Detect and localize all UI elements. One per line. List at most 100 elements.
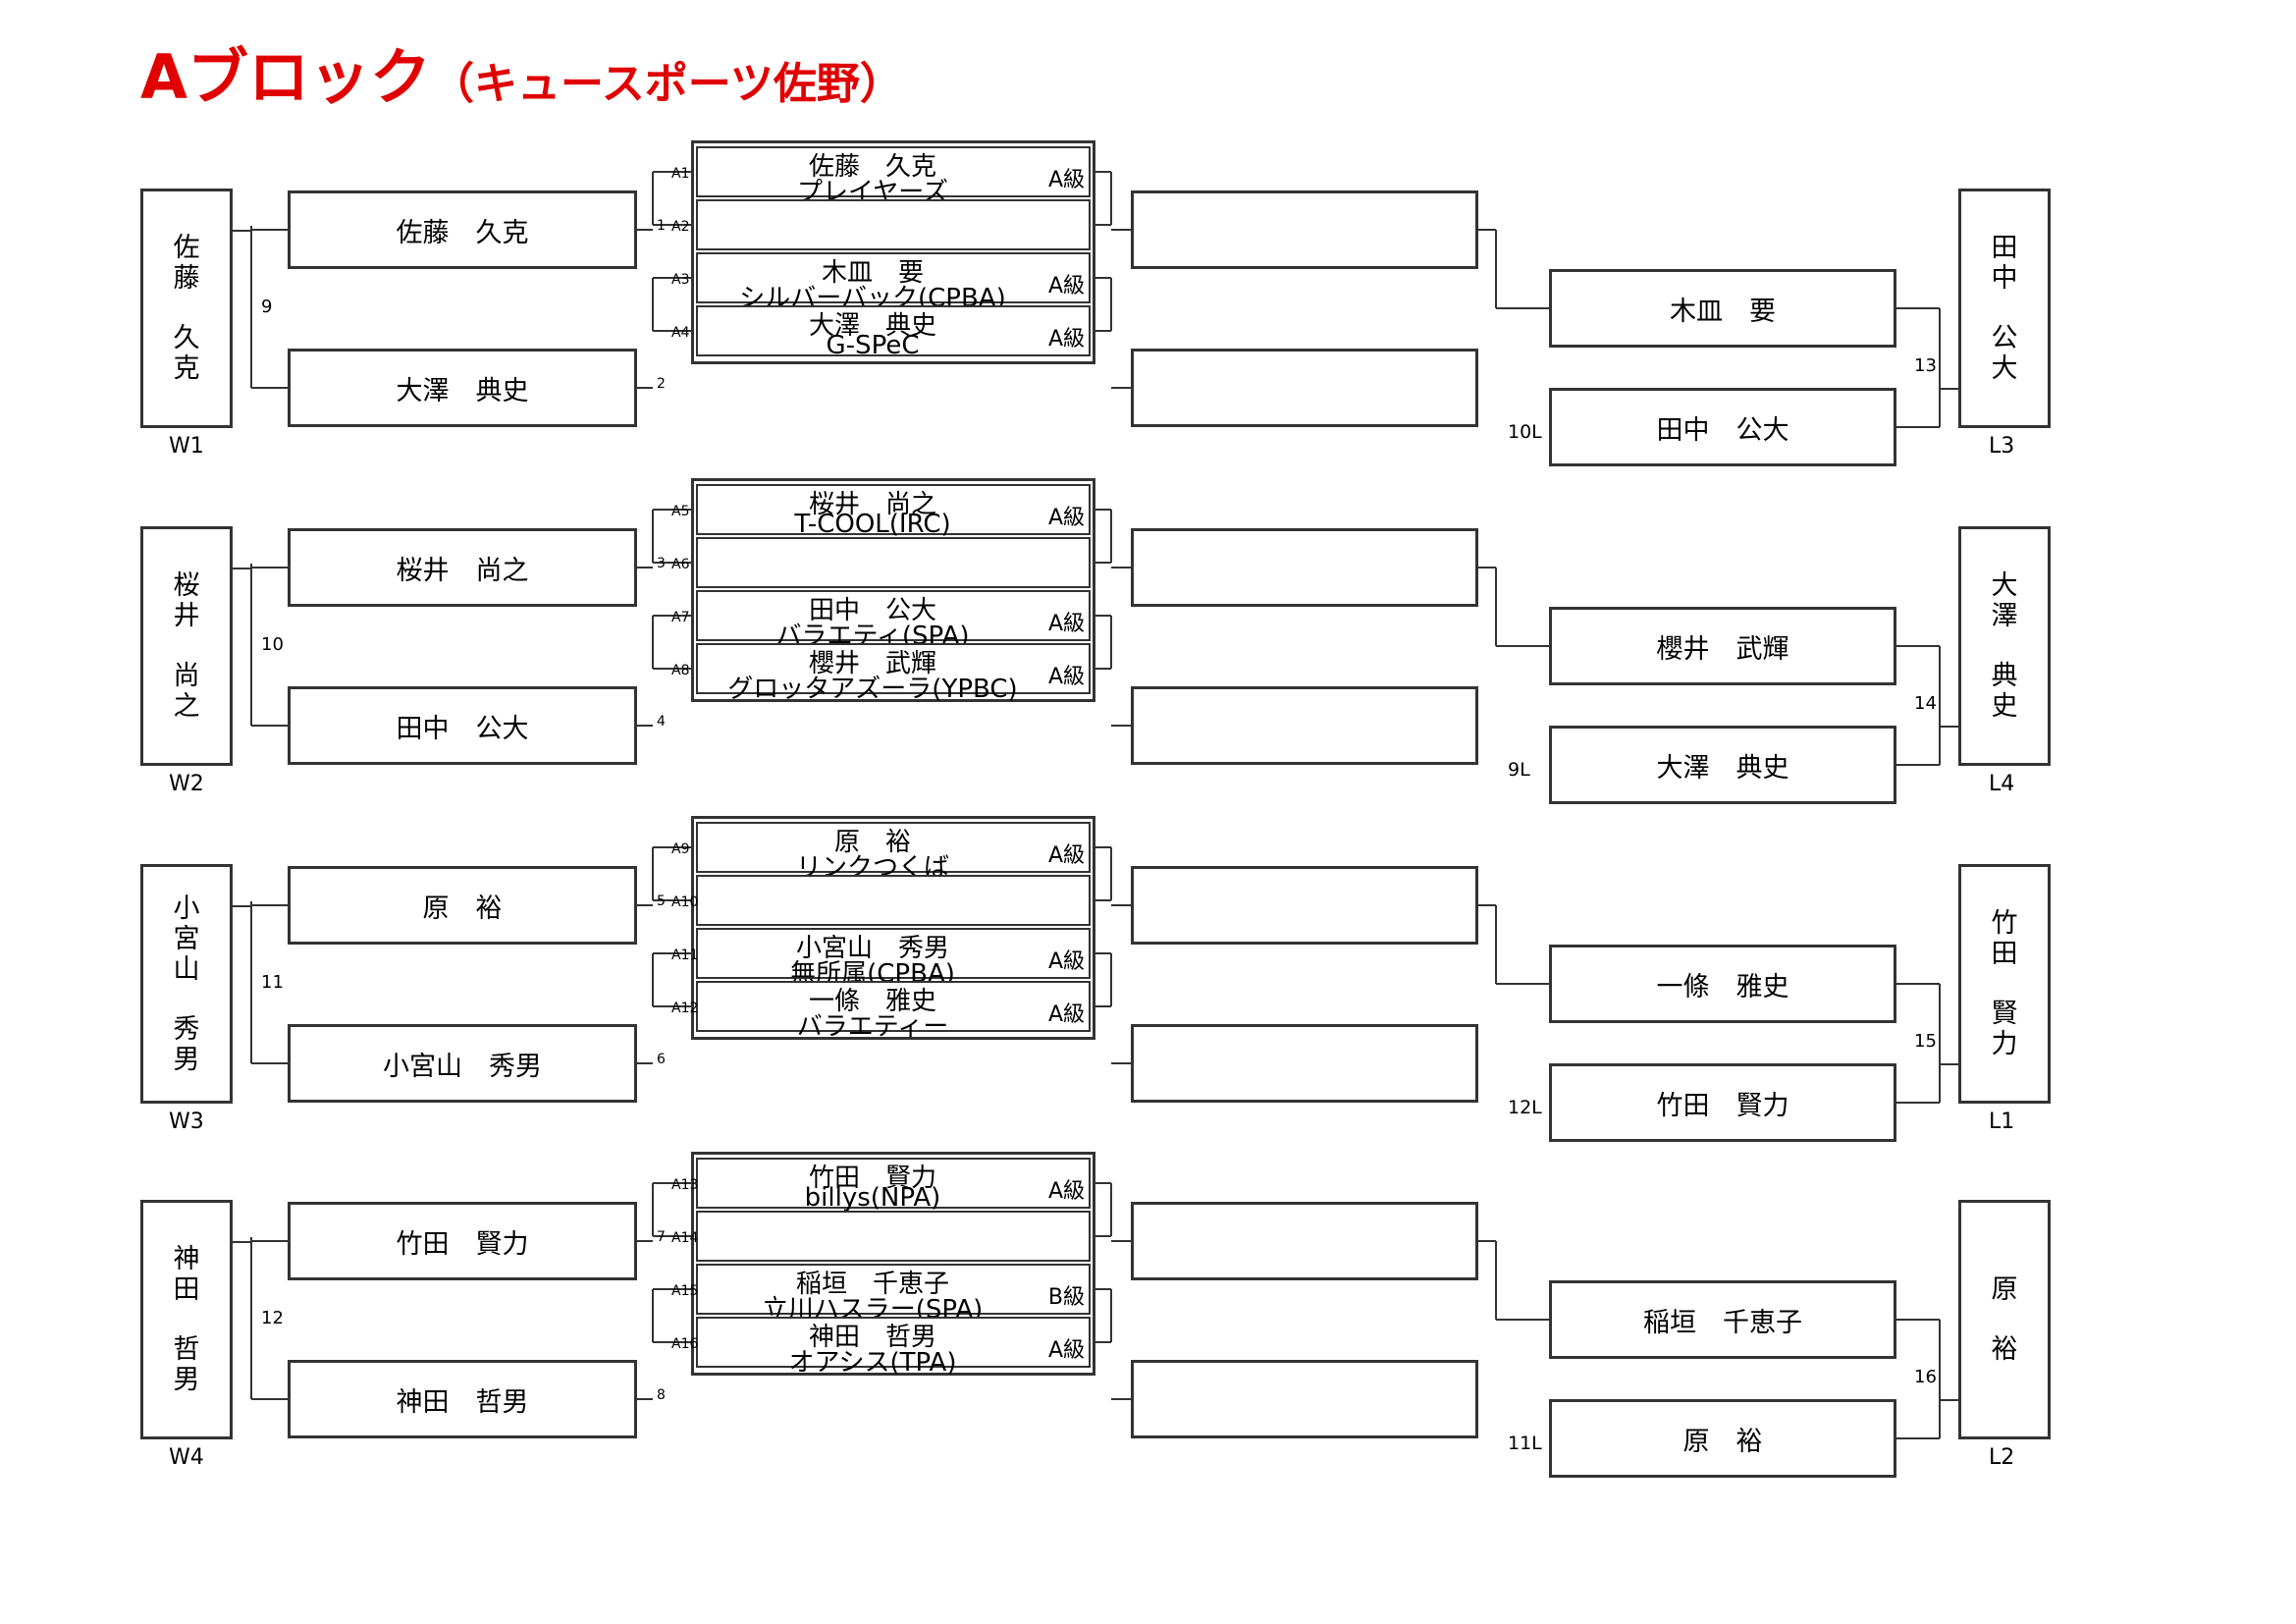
upper-result-box <box>1131 190 1478 269</box>
name-char: 賢 <box>1991 999 2018 1029</box>
loser-top-box: 稲垣 千恵子 <box>1549 1280 1896 1359</box>
upper-match-number: 1 <box>657 218 666 234</box>
slot-grade: A級 <box>1047 1002 1085 1027</box>
loser-winner-vertical-box: 原裕 <box>1958 1200 2051 1439</box>
slot-code: A14 <box>671 1230 699 1246</box>
slot-player-name: 一條 雅史 <box>808 987 936 1016</box>
entry-slot: 櫻井 武輝グロッタアズーラ(YPBC)A級 <box>696 643 1091 704</box>
loser-source-label: 10L <box>1508 421 1542 443</box>
winner-vertical-box: 小宮山秀男 <box>140 864 233 1104</box>
slot-grade: A級 <box>1047 506 1085 530</box>
slot-grade: A級 <box>1047 1338 1085 1363</box>
winner-label: W4 <box>169 1445 204 1470</box>
slot-code: A7 <box>671 610 690 625</box>
name-char: 中 <box>1991 263 2018 294</box>
lower-match-number: 2 <box>657 376 666 392</box>
title-main: Aブロック <box>140 41 431 113</box>
lower-match-number: 4 <box>657 714 666 730</box>
loser-source-label: 12L <box>1508 1097 1542 1118</box>
lower-result-box <box>1131 1024 1478 1103</box>
lower-player-box: 小宮山 秀男 <box>288 1024 637 1103</box>
name-char: 澤 <box>1991 601 2018 631</box>
slot-code: A10 <box>671 894 699 910</box>
slot-player-name: 稲垣 千恵子 <box>795 1270 949 1299</box>
name-char: 尚 <box>173 661 200 691</box>
slot-player-name: 櫻井 武輝 <box>808 649 936 678</box>
name-char: 裕 <box>1991 1334 2018 1365</box>
entry-slot: 小宮山 秀男無所属(CPBA)A級 <box>696 928 1091 989</box>
loser-source-label: 9L <box>1508 759 1530 781</box>
entry-slot: 神田 哲男オアシス(TPA)A級 <box>696 1317 1091 1378</box>
name-char: 公 <box>1991 323 2018 353</box>
slot-team-name: billys(NPA) <box>804 1183 941 1213</box>
name-char: 山 <box>173 953 200 985</box>
slot-group-frame <box>691 478 1095 702</box>
name-char: 宮 <box>173 923 200 954</box>
slot-grade: A級 <box>1047 327 1085 352</box>
slot-code: A15 <box>671 1283 699 1299</box>
lower-player-box: 神田 哲男 <box>288 1360 637 1438</box>
loser-winner-vertical-box: 大澤典史 <box>1958 526 2051 766</box>
page-title: Aブロック（キュースポーツ佐野） <box>140 27 903 116</box>
final-match-number: 12 <box>261 1308 284 1328</box>
slot-player-name: 竹田 賢力 <box>808 1164 936 1193</box>
slot-grade: A級 <box>1047 274 1085 298</box>
winner-vertical-box: 桜井尚之 <box>140 526 233 766</box>
slot-code: A8 <box>671 663 690 678</box>
slot-grade: A級 <box>1047 612 1085 636</box>
winner-label: W1 <box>169 434 204 459</box>
loser-match-number: 15 <box>1914 1031 1937 1052</box>
name-char: 神 <box>173 1244 200 1274</box>
loser-label: L1 <box>1989 1110 2015 1134</box>
loser-match-number: 16 <box>1914 1367 1937 1387</box>
slot-code: A12 <box>671 1001 699 1016</box>
lower-player-box: 大澤 典史 <box>288 349 637 427</box>
slot-player-name: 佐藤 久克 <box>808 152 936 182</box>
slot-code: A4 <box>671 325 690 341</box>
name-char: 克 <box>173 353 200 384</box>
loser-bottom-box: 竹田 賢力 <box>1549 1063 1896 1142</box>
slot-player-name: 田中 公大 <box>808 596 936 625</box>
winner-vertical-box: 佐藤久克 <box>140 189 233 428</box>
name-char: 竹 <box>1991 908 2018 939</box>
name-char: 久 <box>173 323 200 353</box>
upper-player-box: 原 裕 <box>288 866 637 945</box>
entry-slot <box>696 1211 1091 1262</box>
slot-code: A2 <box>671 219 690 235</box>
entry-slot: 田中 公大バラエティ(SPA)A級 <box>696 590 1091 651</box>
slot-player-name: 神田 哲男 <box>808 1323 936 1352</box>
slot-player-name: 桜井 尚之 <box>808 490 936 519</box>
final-match-number: 10 <box>261 634 284 655</box>
entry-slot: 木皿 要シルバーバック(CPBA)A級 <box>696 252 1091 313</box>
lower-result-box <box>1131 1360 1478 1438</box>
name-char: 田 <box>1991 939 2018 969</box>
slot-player-name: 大澤 典史 <box>808 311 936 341</box>
loser-top-box: 櫻井 武輝 <box>1549 607 1896 685</box>
name-char: 佐 <box>173 233 200 263</box>
slot-grade: A級 <box>1047 949 1085 974</box>
slot-player-name: 木皿 要 <box>821 258 924 288</box>
loser-match-number: 14 <box>1914 693 1937 714</box>
loser-source-label: 11L <box>1508 1433 1542 1454</box>
upper-player-box: 佐藤 久克 <box>288 190 637 269</box>
lower-result-box <box>1131 349 1478 427</box>
final-match-number: 9 <box>261 297 273 317</box>
winner-label: W3 <box>169 1110 204 1134</box>
name-char: 史 <box>1991 691 2018 722</box>
loser-label: L3 <box>1989 434 2015 459</box>
winner-label: W2 <box>169 772 204 796</box>
name-char: 田 <box>173 1274 200 1305</box>
slot-code: A5 <box>671 504 690 519</box>
slot-group-frame <box>691 816 1095 1040</box>
loser-match-number: 13 <box>1914 355 1937 376</box>
slot-grade: A級 <box>1047 843 1085 868</box>
slot-code: A1 <box>671 166 690 182</box>
name-char: 哲 <box>173 1334 200 1365</box>
slot-code: A16 <box>671 1336 699 1352</box>
name-char: 小 <box>173 893 200 924</box>
slot-group-frame <box>691 1152 1095 1376</box>
loser-top-box: 一條 雅史 <box>1549 945 1896 1023</box>
